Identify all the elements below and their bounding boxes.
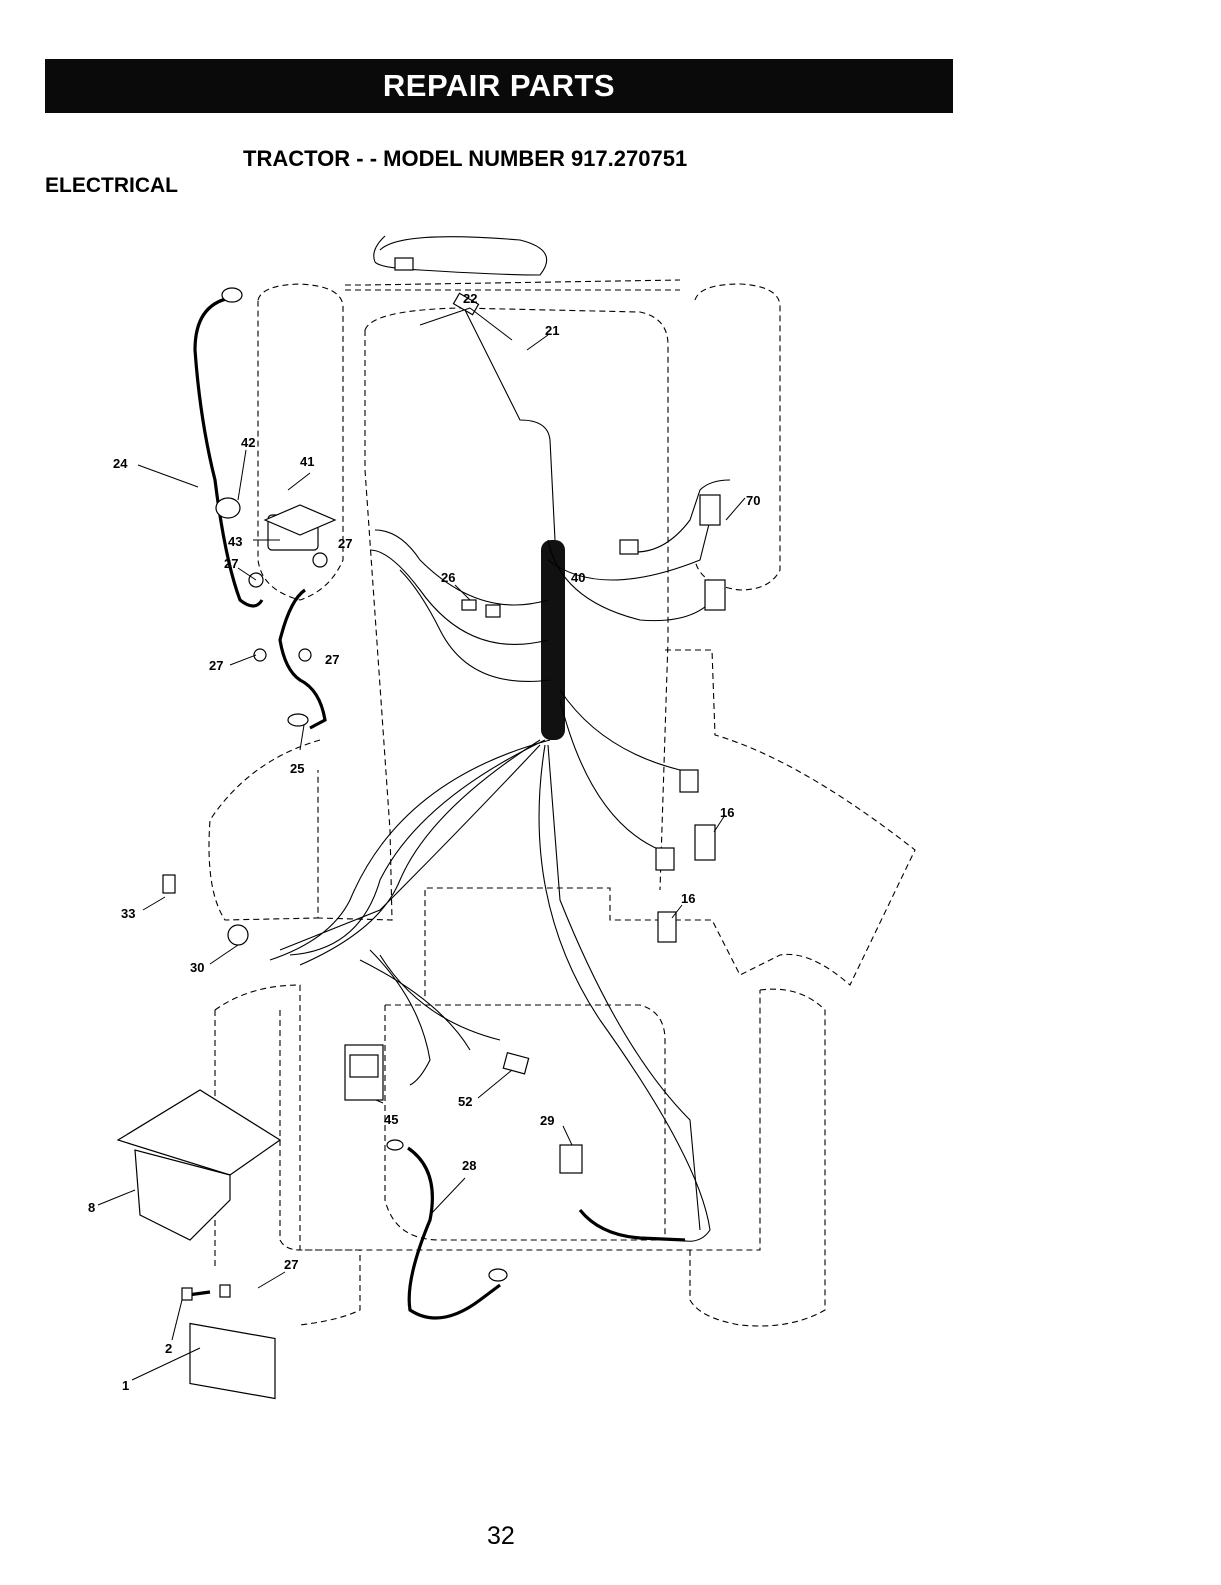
- callout-16-b: 16: [681, 891, 695, 906]
- callout-27-c: 27: [209, 658, 223, 673]
- callout-45: 45: [384, 1112, 398, 1127]
- callout-8: 8: [88, 1200, 95, 1215]
- callout-70: 70: [746, 493, 760, 508]
- callout-42: 42: [241, 435, 255, 450]
- cables: [188, 298, 685, 1318]
- callout-52: 52: [458, 1094, 472, 1109]
- callout-29: 29: [540, 1113, 554, 1128]
- callout-1: 1: [122, 1378, 129, 1393]
- callout-27-b: 27: [224, 556, 238, 571]
- callout-2: 2: [165, 1341, 172, 1356]
- callout-25: 25: [290, 761, 304, 776]
- callout-28: 28: [462, 1158, 476, 1173]
- callout-22: 22: [463, 291, 477, 306]
- parts: [118, 258, 725, 1398]
- callout-40: 40: [571, 570, 585, 585]
- callout-33: 33: [121, 906, 135, 921]
- callout-27-a: 27: [338, 536, 352, 551]
- callout-30: 30: [190, 960, 204, 975]
- callout-41: 41: [300, 454, 314, 469]
- page-number: 32: [487, 1522, 515, 1551]
- callout-21: 21: [545, 323, 559, 338]
- callout-16-a: 16: [720, 805, 734, 820]
- callout-27-d: 27: [325, 652, 339, 667]
- callout-24: 24: [113, 456, 128, 471]
- wiring-harness: [270, 236, 730, 1241]
- callout-27-e: 27: [284, 1257, 298, 1272]
- callout-43: 43: [228, 534, 242, 549]
- callout-26: 26: [441, 570, 455, 585]
